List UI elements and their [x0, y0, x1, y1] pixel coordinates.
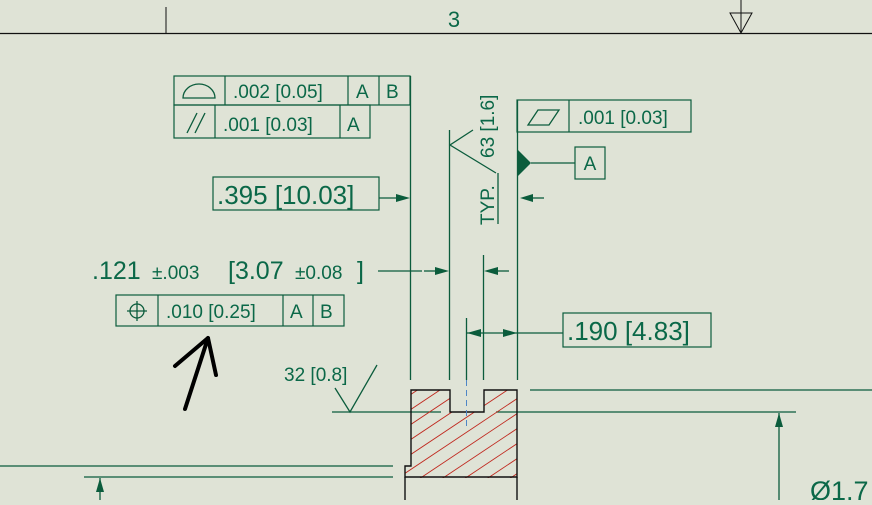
dim-121-tol: ±.003 [152, 263, 199, 284]
surface-finish-note: TYP. [478, 185, 499, 225]
fcf-position[interactable]: .010 [0.25] A B [115, 294, 345, 327]
profile-datum-a: A [356, 82, 369, 103]
hand-drawn-arrow-icon [173, 336, 218, 411]
datum-triangle-icon [518, 150, 531, 176]
dimension-395[interactable]: .395 [10.03] [212, 176, 410, 211]
dimension-121[interactable]: .121 ±.003 [3.07 ±0.08 ] [92, 257, 509, 285]
dim-121-close: ] [357, 257, 364, 285]
centering-mark-icon [729, 12, 753, 35]
position-tolerance: .010 [0.25] [166, 302, 256, 323]
parallelism-icon [186, 112, 206, 134]
flatness-icon [526, 109, 561, 126]
fcf-parallelism[interactable]: .001 [0.03] A [173, 104, 371, 139]
surface-finish-32-value: 32 [0.8] [284, 365, 347, 386]
dim-121-metric: [3.07 [228, 257, 284, 285]
border-frame: 3 [0, 0, 872, 35]
flatness-tolerance: .001 [0.03] [578, 108, 668, 129]
extension-lines [409, 76, 519, 380]
surface-finish-value: 63 [1.6] [478, 95, 499, 158]
profile-datum-b: B [386, 82, 399, 103]
parallelism-tolerance: .001 [0.03] [223, 115, 313, 136]
profile-tolerance: .002 [0.05] [233, 82, 323, 103]
dim-121-nominal: .121 [92, 257, 141, 285]
section-view[interactable] [380, 295, 560, 500]
position-datum-a: A [290, 302, 303, 323]
surface-finish-typ[interactable]: 63 [1.6] TYP. [448, 95, 544, 225]
diameter-dimension[interactable]: Ø1.7 [96, 413, 869, 505]
position-datum-b: B [320, 302, 333, 323]
dim-395-text: .395 [10.03] [217, 180, 354, 210]
surface-finish-bottom[interactable]: 32 [0.8] [284, 364, 378, 414]
datum-label-a: A [584, 154, 597, 175]
dim-190-text: .190 [4.83] [567, 316, 690, 346]
profile-of-surface-icon [182, 83, 216, 99]
reference-lines [0, 389, 872, 478]
zone-label: 3 [448, 7, 460, 32]
position-icon [127, 301, 147, 321]
fcf-profile[interactable]: .002 [0.05] A B [173, 75, 411, 106]
diameter-text: Ø1.7 [810, 476, 869, 500]
fcf-flatness[interactable]: .001 [0.03] [516, 99, 692, 133]
dim-121-metric-tol: ±0.08 [295, 263, 342, 284]
dimension-190[interactable]: .190 [4.83] [467, 312, 712, 348]
parallelism-datum-a: A [347, 115, 360, 136]
datum-feature-a[interactable]: A [518, 146, 606, 180]
